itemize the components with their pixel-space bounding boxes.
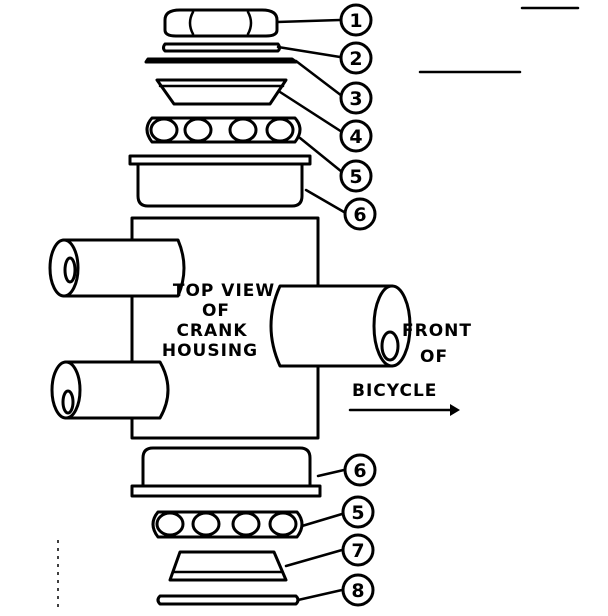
svg-text:2: 2 [349,48,362,70]
part-6-bottom-cup [130,446,322,498]
part-4-adjusting-cone [155,78,288,106]
part-3-thin-washer [144,57,298,64]
svg-text:5: 5 [349,166,362,188]
tube-right [269,284,412,368]
callout-1: 1 [339,3,373,37]
part-5-ball-retainer-bottom [151,510,304,539]
tube-lower-left [50,360,170,420]
callout-3: 3 [339,81,373,115]
callout-7: 7 [341,533,375,567]
svg-text:6: 6 [353,204,366,226]
housing-label-line4: HOUSING [162,341,258,361]
callout-6-top: 6 [343,197,377,231]
callout-5-top: 5 [339,159,373,193]
callout-5-bottom: 5 [341,495,375,529]
part-2-washer [162,42,281,53]
housing-label-line2: OF [202,301,230,321]
part-7-fixed-cone [168,550,288,582]
direction-label-line1: FRONT [402,321,472,341]
callout-8: 8 [341,573,375,607]
callout-2: 2 [339,41,373,75]
housing-label-line1: TOP VIEW [173,281,275,301]
svg-text:3: 3 [349,88,362,110]
direction-label-line2: OF [420,347,448,367]
callout-4: 4 [339,119,373,153]
callout-6-bottom: 6 [343,453,377,487]
tube-upper-left [48,238,186,298]
part-8-crown-race [156,594,300,606]
leader-lines [275,18,346,602]
part-1-locknut [163,8,279,38]
svg-text:6: 6 [353,460,366,482]
svg-text:8: 8 [351,580,364,602]
direction-arrow-icon [348,404,460,416]
svg-text:1: 1 [349,10,362,32]
housing-label-line3: CRANK [176,321,247,341]
part-5-ball-retainer-top [145,116,302,144]
part-6-top-cup [128,154,312,208]
svg-text:5: 5 [351,502,364,524]
direction-label-line3: BICYCLE [352,381,437,401]
svg-text:4: 4 [349,126,362,148]
svg-text:7: 7 [351,540,364,562]
